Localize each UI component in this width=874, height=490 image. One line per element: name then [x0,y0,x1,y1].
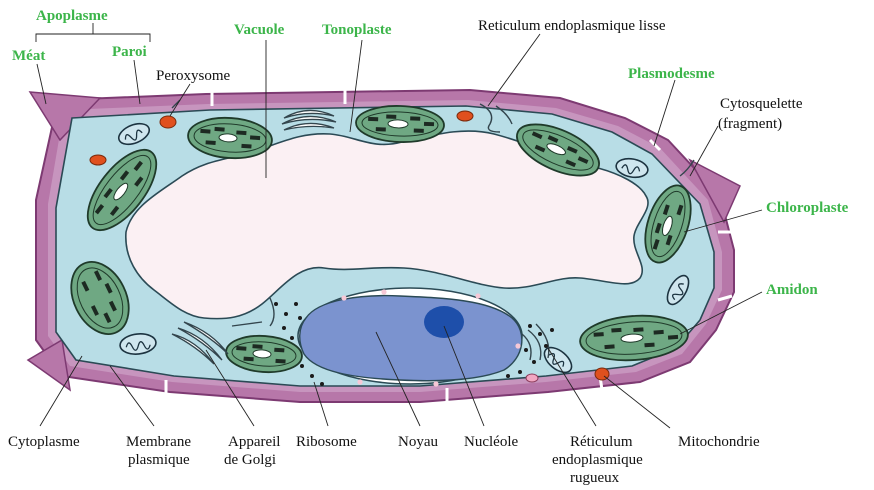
label-paroi: Paroi [112,44,147,60]
label-rer: Réticulum [570,434,633,450]
label-vacuole: Vacuole [234,22,285,38]
label-mitochondrie: Mitochondrie [678,434,760,450]
label-membrane-plasmique: plasmique [128,452,190,468]
label-apoplasme: Apoplasme [36,8,108,24]
peroxisome-small [526,374,538,382]
label-rer-3: rugueux [570,470,620,485]
meat-space-left-bottom [28,340,70,390]
label-amidon: Amidon [766,282,818,298]
label-nucleole: Nucléole [464,434,518,450]
label-cytosquelette: Cytosquelette [720,96,803,112]
label-cytoplasme: Cytoplasme [8,434,80,450]
label-reticulum-lisse: Reticulum endoplasmique lisse [478,18,666,34]
label-cytosquelette-fragment: (fragment) [718,116,782,132]
nucleolus [424,306,464,338]
label-golgi: Appareil [228,434,280,450]
label-meat: Méat [12,48,45,64]
peroxisome [457,111,473,121]
label-golgi-2: de Golgi [224,452,276,468]
peroxisome [160,116,176,128]
peroxisome [90,155,106,165]
label-rer-2: endoplasmique [552,452,643,468]
label-tonoplaste: Tonoplaste [322,22,392,38]
label-ribosome: Ribosome [296,434,357,450]
label-noyau: Noyau [398,434,438,450]
label-membrane: Membrane [126,434,191,450]
label-peroxysome: Peroxysome [156,68,231,84]
label-plasmodesme: Plasmodesme [628,66,715,82]
nucleus [300,296,522,381]
label-chloroplaste: Chloroplaste [766,200,849,216]
